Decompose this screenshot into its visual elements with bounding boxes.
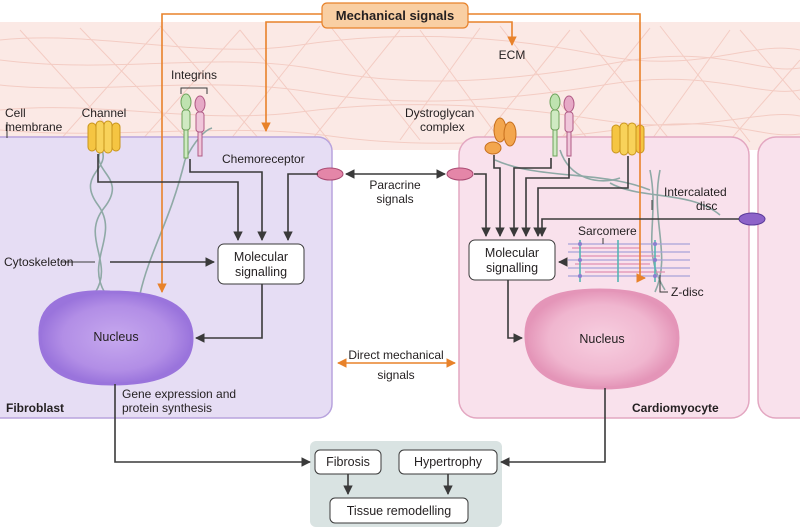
molecular-signalling-box-right — [468, 239, 556, 281]
chemoreceptor-left — [316, 167, 344, 181]
fibroblast-label: Fibroblast — [6, 401, 64, 415]
tissue-remodelling-box — [329, 497, 469, 524]
neighbour-cardiomyocyte-cell — [757, 136, 800, 419]
intercalated-disc-label-2: disc — [696, 199, 717, 213]
ecm-band — [0, 22, 800, 150]
molecular-signalling-left-label-2: signalling — [235, 265, 287, 279]
chemoreceptor-label: Chemoreceptor — [222, 152, 305, 166]
nucleus-left-label: Nucleus — [93, 330, 138, 344]
sarcomere — [568, 240, 690, 282]
dystroglycan-label-2: complex — [420, 120, 465, 134]
molecular-signalling-right-label-2: signalling — [486, 261, 538, 275]
molecular-signalling-box-left — [217, 243, 305, 285]
dystroglycan-complex — [484, 117, 517, 155]
dystroglycan-label: Dystroglycan — [405, 106, 474, 120]
mechanical-signals-box — [321, 2, 469, 29]
integrins-left — [180, 87, 208, 159]
intercalated-disc-marker — [738, 212, 766, 226]
cell-membrane-label: Cell — [5, 106, 26, 120]
paracrine-label-2: signals — [376, 192, 413, 206]
integrins-right — [549, 93, 575, 157]
channel-left — [87, 120, 121, 154]
channel-right — [611, 122, 645, 156]
leader-lines — [6, 122, 668, 293]
nucleus-right-label: Nucleus — [579, 332, 624, 346]
direct-mechanical-label-2: signals — [377, 368, 414, 382]
paracrine-label: Paracrine — [369, 178, 421, 192]
integrins-label: Integrins — [171, 68, 217, 82]
chemoreceptor-right — [446, 167, 474, 181]
channel-label: Channel — [82, 106, 127, 120]
molecular-signalling-left-label: Molecular — [234, 250, 288, 264]
mechanical-signals-title: Mechanical signals — [336, 8, 455, 23]
ecm-label: ECM — [499, 48, 526, 62]
tissue-remodelling-label: Tissue remodelling — [347, 504, 451, 518]
cell-membrane-label-2: membrane — [5, 120, 63, 134]
mechanical-signal-arrows — [157, 13, 646, 368]
cardiomyocyte-label: Cardiomyocyte — [632, 401, 719, 415]
hypertrophy-label: Hypertrophy — [414, 455, 483, 469]
fibrosis-label: Fibrosis — [326, 455, 370, 469]
signalling-arrows — [97, 154, 739, 495]
nucleus-right — [524, 288, 680, 390]
nucleus-left — [38, 290, 194, 386]
intercalated-disc-label: Intercalated — [664, 185, 727, 199]
cytoskeleton-label: Cytoskeleton — [4, 255, 73, 269]
molecular-signalling-right-label: Molecular — [485, 246, 539, 260]
gene-expression-label: Gene expression and — [122, 387, 236, 401]
gene-expression-label-2: protein synthesis — [122, 401, 212, 415]
sarcomere-label: Sarcomere — [578, 224, 637, 238]
direct-mechanical-label: Direct mechanical — [348, 348, 443, 362]
z-disc-label: Z-disc — [671, 285, 704, 299]
